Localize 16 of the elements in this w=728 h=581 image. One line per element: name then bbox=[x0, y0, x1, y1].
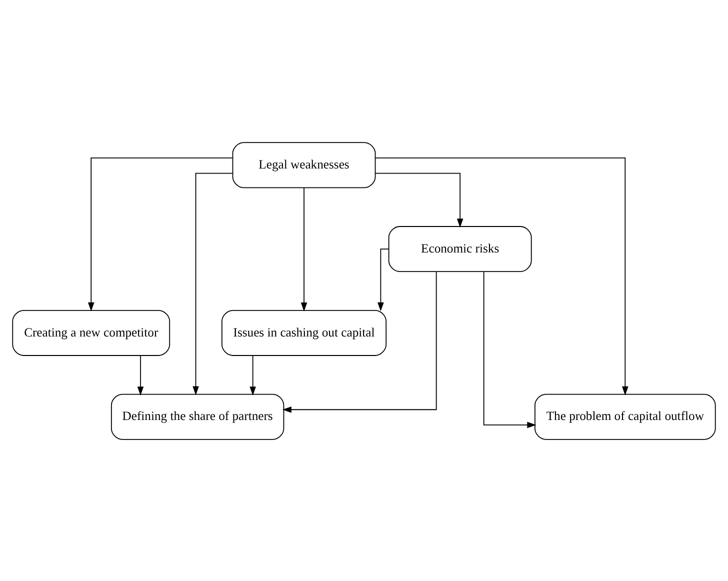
arrow bbox=[374, 172, 464, 228]
arrow bbox=[300, 186, 308, 311]
arrow bbox=[282, 270, 437, 412]
node-box: Creating a new competitor bbox=[12, 309, 170, 356]
arrow bbox=[374, 157, 628, 395]
arrow bbox=[192, 172, 234, 395]
arrow bbox=[483, 270, 536, 428]
arrow bbox=[88, 157, 233, 311]
node-box: Economic risks bbox=[388, 226, 532, 272]
arrow bbox=[250, 354, 256, 396]
arrow bbox=[137, 354, 144, 396]
node-box: Issues in cashing out capital bbox=[221, 309, 387, 356]
arrow bbox=[378, 248, 390, 311]
node-box: The problem of capital outflow bbox=[534, 393, 716, 440]
node-box: Defining the share of partners bbox=[110, 393, 284, 440]
node-box: Legal weaknesses bbox=[232, 142, 376, 188]
